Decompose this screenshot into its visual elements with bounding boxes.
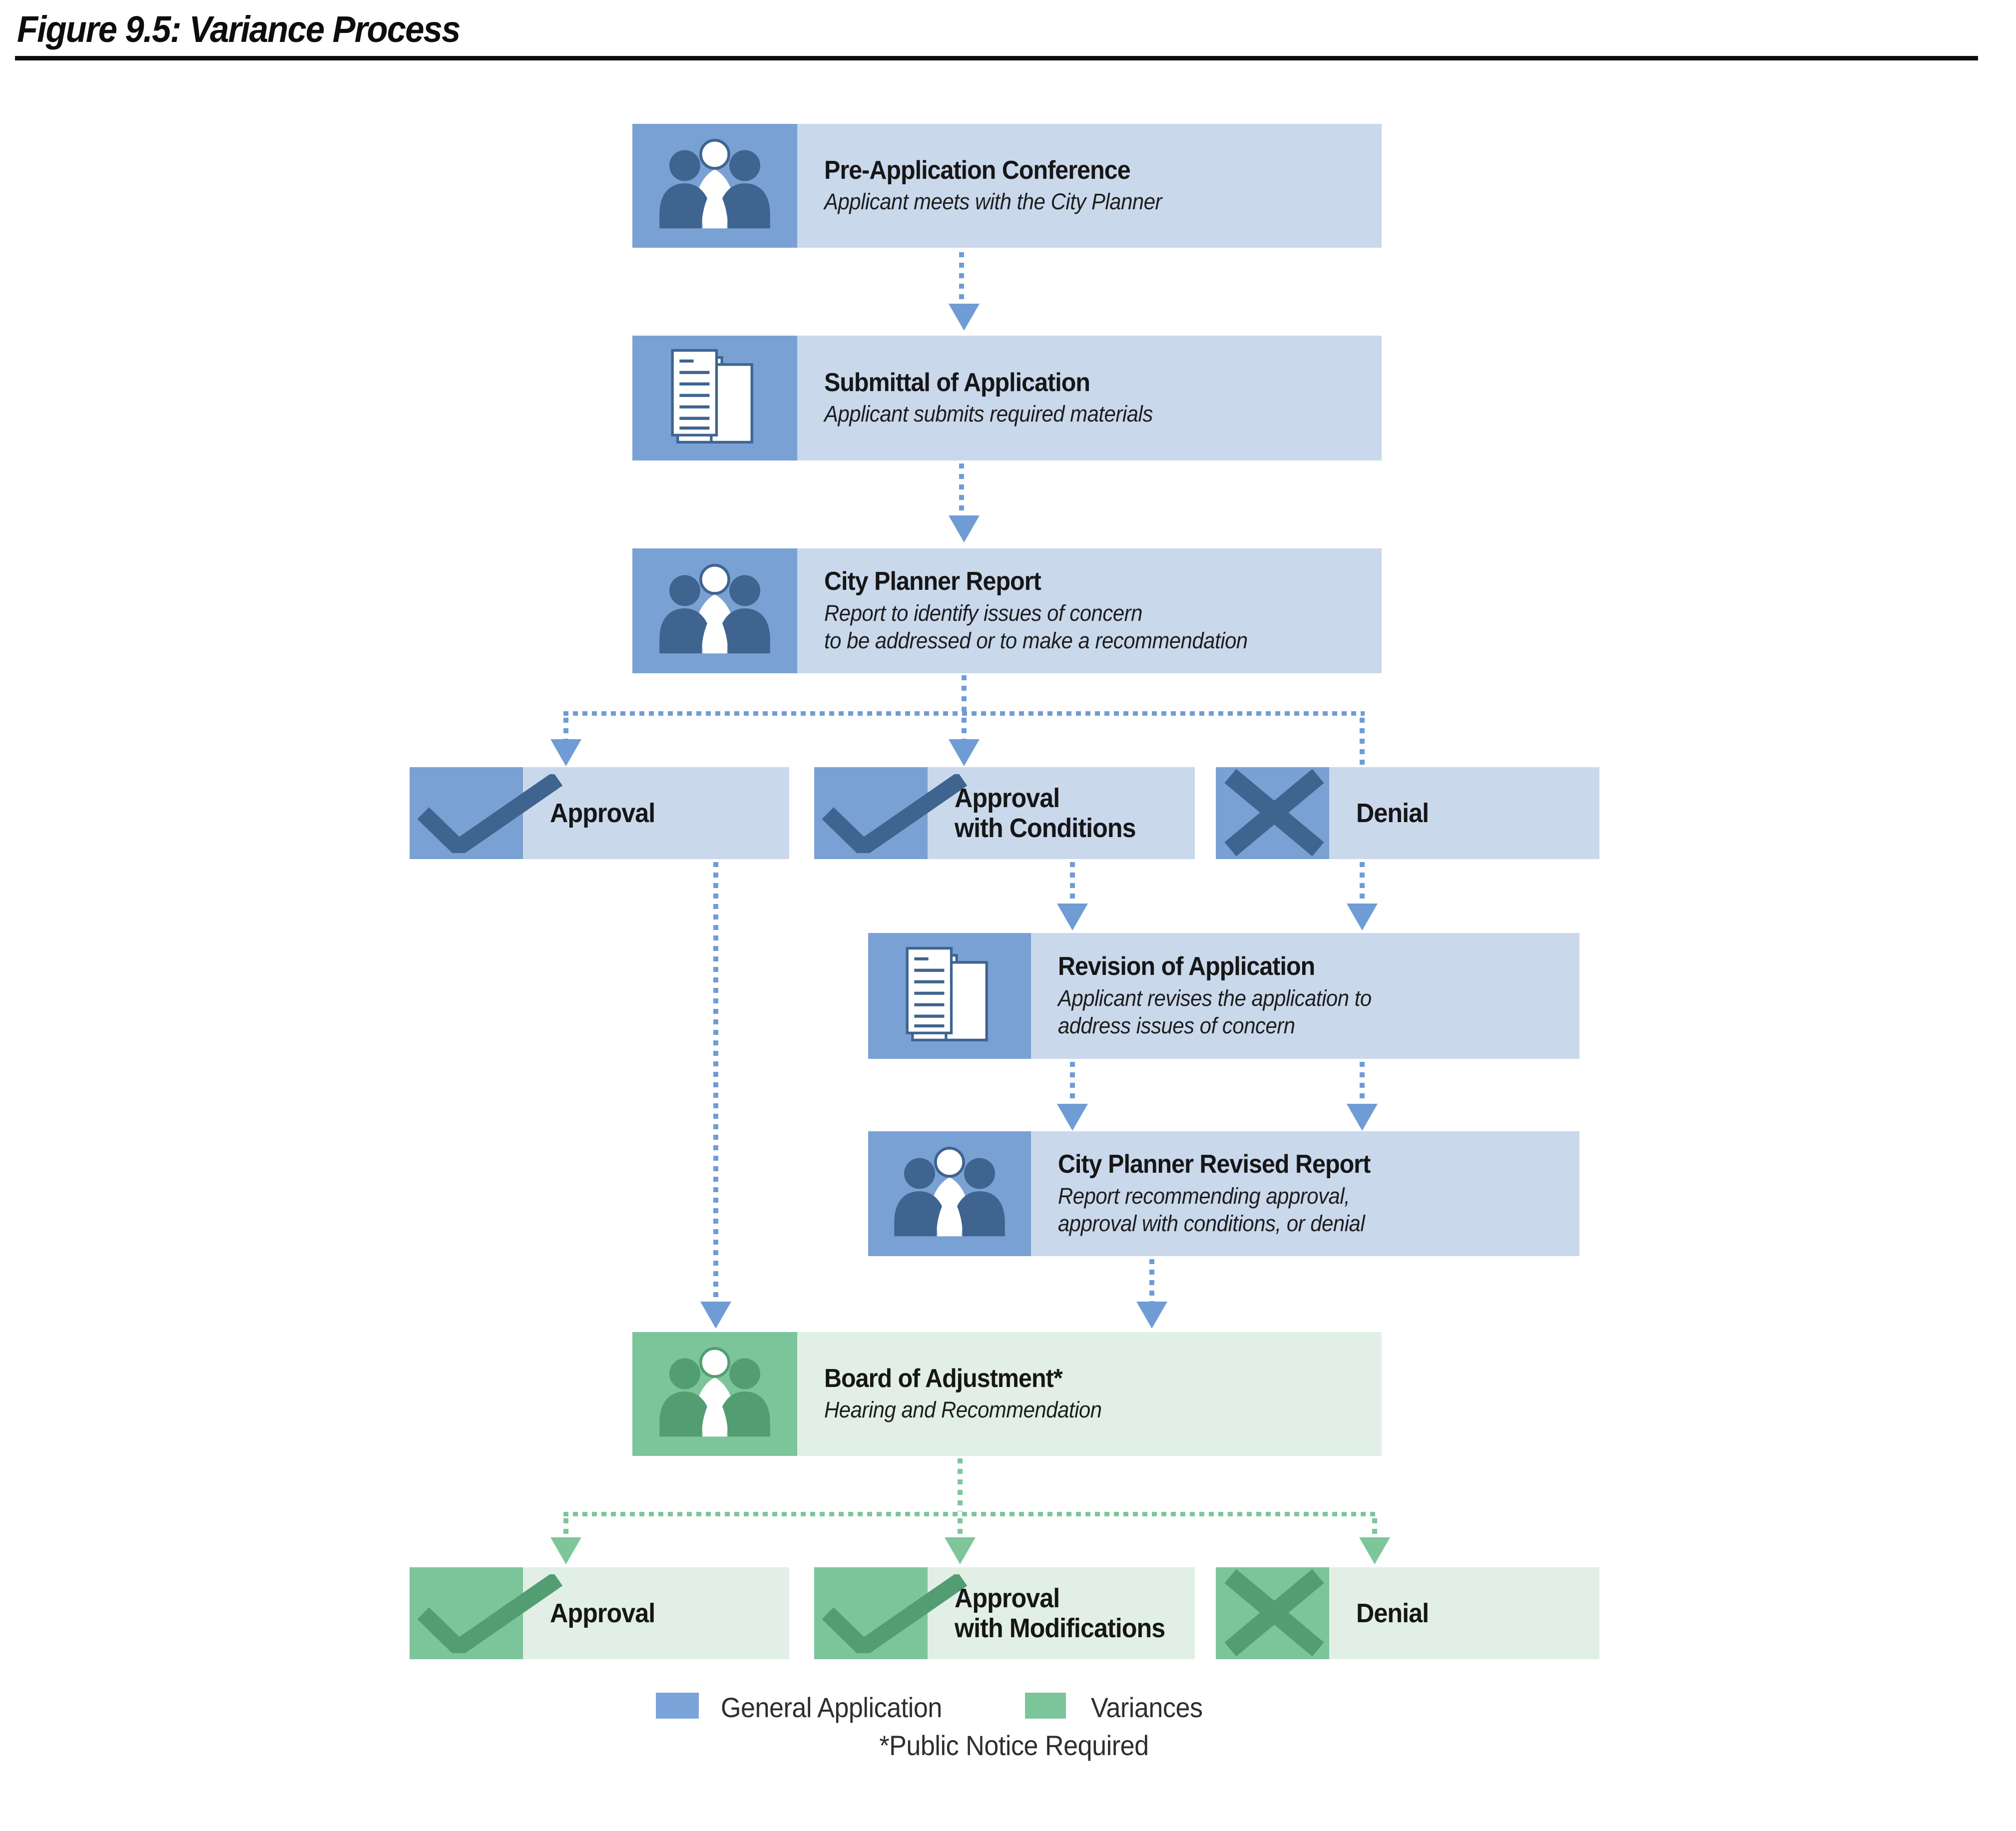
step-title: Revision of Application [1058,952,1315,981]
step-title: Pre-Application Conference [824,155,1131,185]
connector-drop-approval-green [563,1518,568,1537]
connector-drop-approval-conditions [962,718,967,740]
legend-swatch-general-application [656,1693,699,1719]
arrowhead-down-icon [949,515,980,542]
legend-label-variances: Variances [1091,1692,1203,1723]
outcome-label: Approval with Modifications [955,1583,1165,1643]
connector-report-distributor [563,711,1365,716]
title-underline [15,56,1978,60]
step-pre-application-conference: Pre-Application Conference Applicant mee… [632,124,1382,248]
connector-drop-denial [1360,718,1365,766]
step-board-of-adjustment: Board of Adjustment* Hearing and Recomme… [632,1332,1382,1456]
outcome-approval-green: Approval [410,1567,789,1659]
public-notice-footnote: *Public Notice Required [879,1730,1149,1761]
connector-board-spine [958,1458,963,1511]
step-subtitle: Report to identify issues of concern to … [824,600,1248,653]
step-subtitle: Applicant submits required materials [824,401,1153,427]
legend-label-general-application: General Application [721,1692,942,1723]
outcome-denial-blue: Denial [1216,767,1599,859]
arrowhead-down-icon [1347,904,1378,930]
step-title: Board of Adjustment* [824,1364,1063,1393]
step-submittal-of-application: Submittal of Application Applicant submi… [632,336,1382,460]
documents-icon [632,336,797,460]
documents-icon [868,933,1031,1059]
outcome-denial-green: Denial [1216,1567,1599,1659]
arrowhead-down-icon [1057,904,1088,930]
step-subtitle: Applicant revises the application to add… [1058,985,1372,1038]
connector-preapp-to-submittal [959,252,964,302]
connector-approval-to-board [713,862,718,1302]
connector-drop-approval-modifications [958,1518,963,1537]
people-icon [632,548,797,673]
step-city-planner-revised-report: City Planner Revised Report Report recom… [868,1131,1579,1256]
connector-revision-to-revised-left [1070,1062,1075,1105]
figure-title: Figure 9.5: Variance Process [17,8,461,50]
connector-report-spine [962,675,967,711]
legend-swatch-variances [1025,1693,1066,1719]
connector-drop-denial-green [1372,1518,1377,1537]
arrowhead-down-icon [1359,1537,1390,1564]
people-icon [632,124,797,248]
step-subtitle: Applicant meets with the City Planner [824,189,1162,215]
outcome-label: Approval with Conditions [955,783,1136,843]
step-title: City Planner Report [824,567,1041,596]
arrowhead-down-icon [700,1302,731,1329]
connector-submittal-to-report [959,463,964,513]
arrowhead-down-icon [1347,1104,1378,1131]
arrowhead-down-icon [550,1537,581,1564]
connector-board-distributor [563,1512,1378,1516]
outcome-label: Denial [1356,1598,1429,1628]
connector-revision-to-revised-right [1360,1062,1365,1105]
arrowhead-down-icon [949,739,980,766]
connector-revised-to-board [1149,1259,1154,1302]
arrowhead-down-icon [949,304,980,331]
outcome-approval-blue: Approval [410,767,789,859]
connector-denial-to-revision [1360,862,1365,904]
arrowhead-down-icon [1057,1104,1088,1131]
outcome-approval-with-modifications: Approval with Modifications [814,1567,1195,1659]
step-revision-of-application: Revision of Application Applicant revise… [868,933,1579,1059]
step-title: City Planner Revised Report [1058,1150,1371,1179]
step-city-planner-report: City Planner Report Report to identify i… [632,548,1382,673]
arrowhead-down-icon [550,739,581,766]
arrowhead-down-icon [945,1537,976,1564]
outcome-label: Approval [550,798,655,828]
connector-conditions-to-revision [1070,862,1075,904]
connector-drop-approval [563,718,568,740]
people-icon [632,1332,797,1456]
people-icon [868,1131,1031,1256]
step-subtitle: Report recommending approval, approval w… [1058,1183,1365,1236]
step-title: Submittal of Application [824,368,1090,397]
outcome-label: Denial [1356,798,1429,828]
outcome-label: Approval [550,1598,655,1628]
arrowhead-down-icon [1136,1302,1167,1329]
outcome-approval-with-conditions: Approval with Conditions [814,767,1195,859]
step-subtitle: Hearing and Recommendation [824,1397,1102,1423]
